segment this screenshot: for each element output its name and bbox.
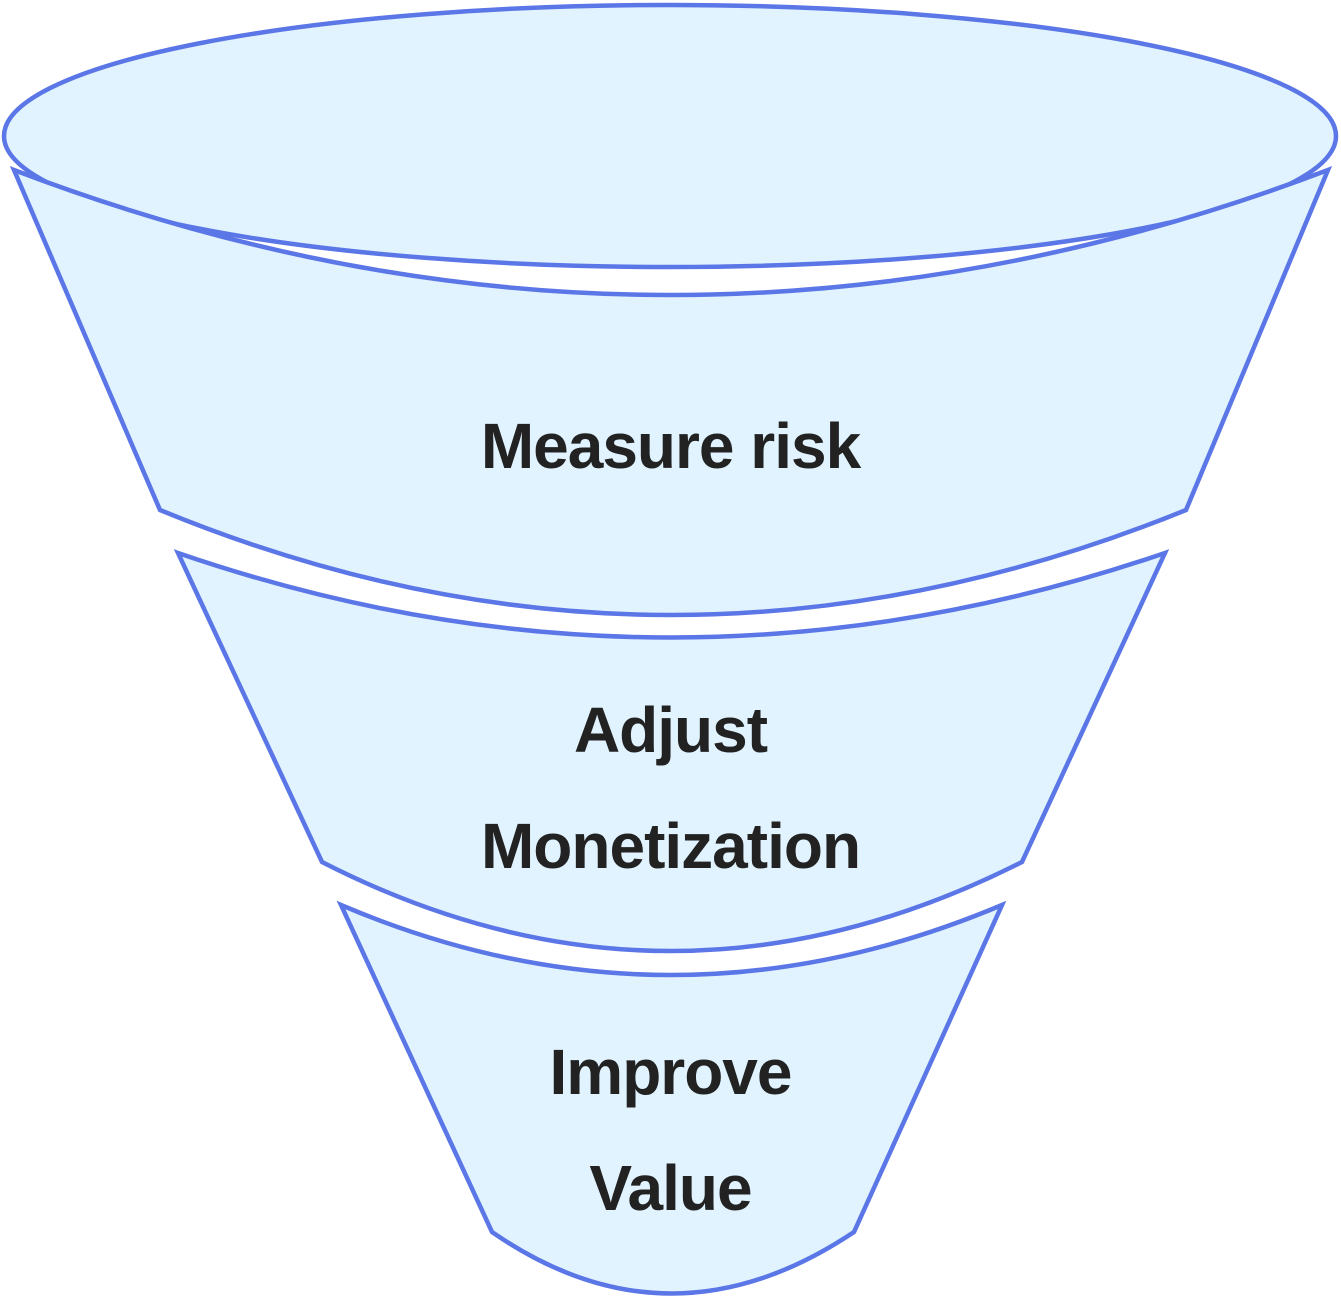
funnel-stage-2-shape [173,549,1170,954]
funnel-top-rim [1,2,1339,270]
stage-3-line-1: Improve [549,1036,793,1108]
funnel-stage-1-shape [9,166,1333,618]
funnel-stage-2-label: Adjust Monetization [0,672,1341,904]
funnel-stage-3-label: Improve Value [0,1014,1341,1246]
stage-2-line-2: Monetization [480,810,861,882]
funnel-stage-1-label: Measure risk [0,388,1341,504]
funnel-stage-3-shape [336,900,1007,1296]
stage-1-line-1: Measure risk [480,410,861,482]
stage-2-line-1: Adjust [573,694,768,766]
stage-3-line-2: Value [589,1152,752,1224]
